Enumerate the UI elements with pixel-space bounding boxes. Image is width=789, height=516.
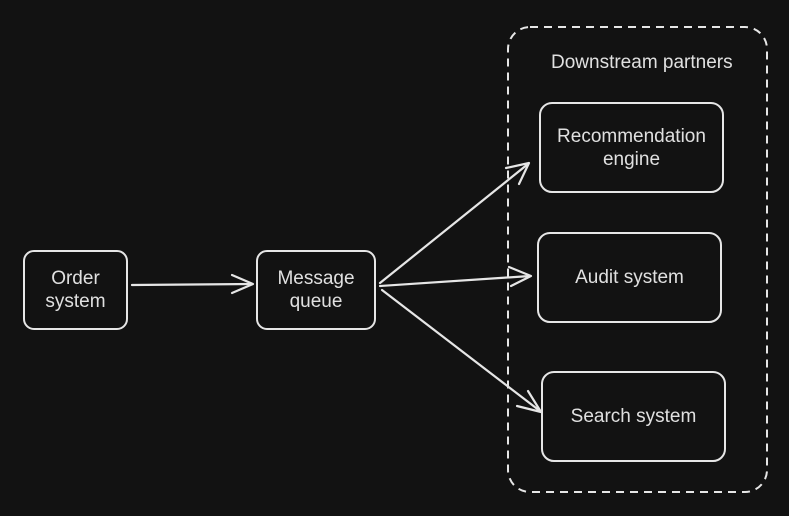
- message-queue-label: Message queue: [277, 268, 355, 312]
- audit-system-box: [537, 232, 722, 323]
- edge-order-to-queue: [130, 273, 255, 295]
- downstream-partners-group: [507, 26, 768, 493]
- edge-queue-to-search: [380, 288, 543, 414]
- order-system-label: Order system: [45, 268, 106, 312]
- downstream-partners-label: Downstream partners: [551, 52, 733, 73]
- audit-system-label: Audit system: [575, 267, 684, 288]
- edge-queue-to-audit: [378, 265, 533, 288]
- search-system-label: Search system: [570, 406, 697, 427]
- recommendation-engine-label: Recommendation engine: [557, 125, 706, 170]
- recommendation-engine-box: [539, 102, 724, 193]
- order-system-box: [23, 250, 128, 330]
- message-queue-box: [256, 250, 376, 330]
- search-system-box: [541, 371, 726, 462]
- edge-queue-to-recommendation: [378, 161, 531, 285]
